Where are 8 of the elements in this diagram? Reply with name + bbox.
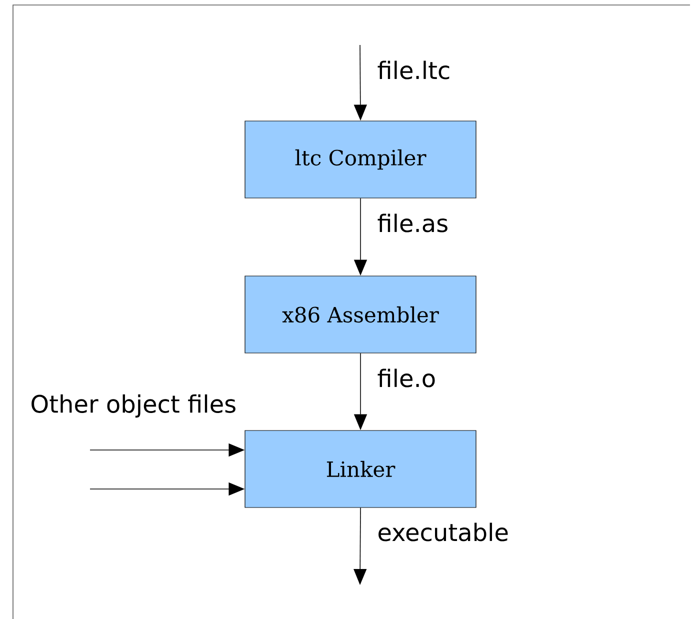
edge-label: executable	[378, 522, 508, 542]
edge-label: file.ltc	[378, 60, 450, 80]
edge-label: file.as	[378, 214, 448, 232]
process-box: Linker	[244, 430, 476, 508]
input-label: Other object files	[32, 394, 236, 418]
process-box: ltc Compiler	[244, 120, 476, 198]
process-box: x86 Assembler	[244, 276, 476, 354]
edge-label: file.o	[378, 368, 435, 388]
